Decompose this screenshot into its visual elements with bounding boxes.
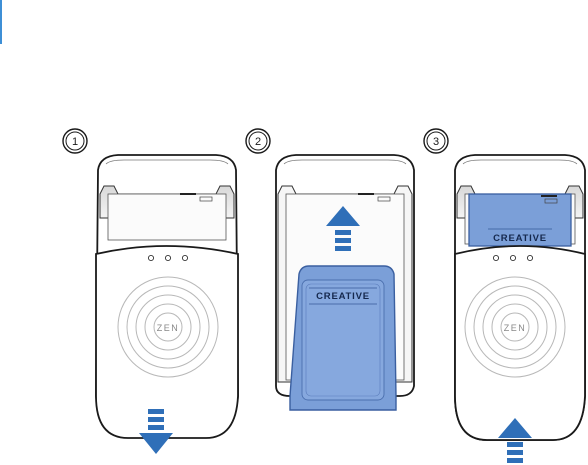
step-3-number: 3 [433, 136, 439, 148]
zen-logo: ZEN [157, 323, 180, 333]
battery-pack-2: CREATIVE [290, 266, 396, 410]
step-1-badge: 1 [63, 129, 87, 153]
step-2-badge: 2 [246, 129, 270, 153]
step-1-group: 1 ZEN [63, 129, 238, 454]
step-2-group: 2 CREATIVE [246, 129, 414, 410]
step-1-number: 1 [72, 136, 78, 148]
step-2-number: 2 [255, 136, 261, 148]
step-3-group: 3 CREATIVE Z [424, 129, 585, 463]
back-cover-3: ZEN [455, 246, 585, 440]
battery-brand-label: CREATIVE [316, 291, 370, 302]
back-cover-1: ZEN [96, 246, 238, 438]
battery-brand-label: CREATIVE [493, 233, 547, 244]
battery-pack-3: CREATIVE [469, 194, 571, 246]
step-3-badge: 3 [424, 129, 448, 153]
zen-logo: ZEN [504, 323, 527, 333]
